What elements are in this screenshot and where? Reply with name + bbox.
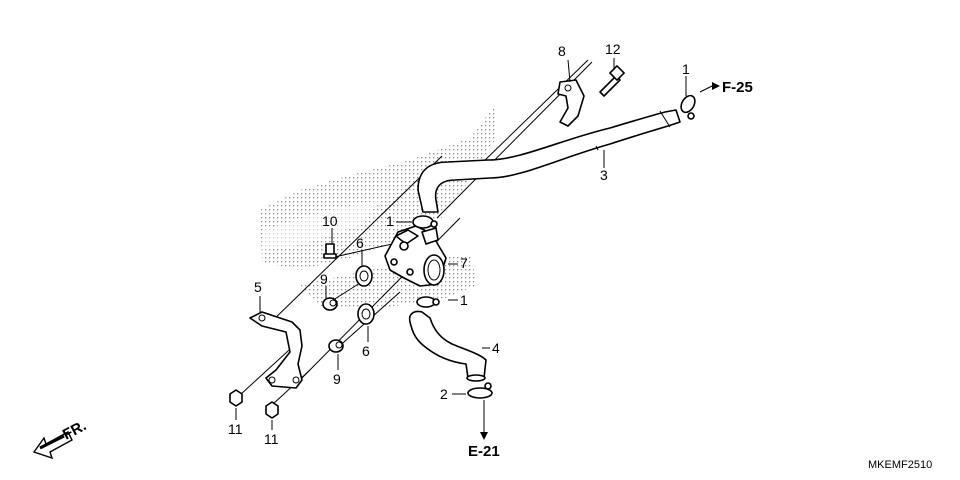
hose-clamp-top bbox=[412, 215, 438, 229]
hose-clamp-mid bbox=[416, 296, 440, 308]
grommet-lower bbox=[357, 303, 375, 325]
callout-6-upper: 6 bbox=[356, 235, 364, 251]
callout-1-mid: 1 bbox=[386, 213, 394, 229]
water-hose-lower bbox=[408, 310, 487, 382]
arrow-to-f25 bbox=[699, 82, 720, 93]
callout-9-lower: 9 bbox=[333, 371, 341, 387]
callout-1-top-right: 1 bbox=[682, 61, 690, 77]
callout-10: 10 bbox=[322, 213, 338, 229]
collar-upper bbox=[322, 297, 338, 311]
callout-11-left: 11 bbox=[228, 421, 243, 437]
diagram-code: MKEMF2510 bbox=[868, 459, 932, 471]
nut-left bbox=[229, 389, 243, 407]
callout-2: 2 bbox=[440, 386, 448, 402]
arrow-to-e21 bbox=[480, 400, 488, 440]
nut-right bbox=[265, 401, 279, 419]
callout-11-right: 11 bbox=[264, 431, 279, 447]
bracket bbox=[249, 311, 303, 389]
grommet-upper bbox=[355, 265, 373, 287]
callout-8: 8 bbox=[558, 43, 566, 59]
hose-clamp-right bbox=[680, 94, 696, 120]
callout-1-low: 1 bbox=[460, 292, 468, 308]
callout-4: 4 bbox=[492, 340, 500, 356]
engine-case-shading bbox=[260, 105, 495, 308]
callout-12: 12 bbox=[605, 41, 621, 57]
bolt-10 bbox=[323, 243, 337, 259]
collar-lower bbox=[328, 339, 344, 353]
thermostat-housing bbox=[384, 225, 447, 287]
bolt-12 bbox=[599, 65, 625, 97]
front-direction-arrow: FR. bbox=[32, 417, 89, 460]
callout-9-upper: 9 bbox=[320, 271, 328, 287]
reference-f25: F-25 bbox=[722, 79, 753, 96]
callout-leaders bbox=[235, 58, 687, 430]
water-hose-upper bbox=[417, 109, 681, 213]
callout-6-lower: 6 bbox=[362, 343, 370, 359]
callout-7: 7 bbox=[460, 255, 468, 271]
callout-labels: 8 12 1 3 1 10 6 7 9 5 1 4 6 9 2 11 11 bbox=[228, 41, 690, 447]
reference-e21: E-21 bbox=[468, 443, 500, 460]
hose-clamp-lower bbox=[467, 382, 493, 399]
callout-5: 5 bbox=[254, 279, 262, 295]
callout-3: 3 bbox=[600, 167, 608, 183]
hose-clip bbox=[557, 79, 585, 127]
